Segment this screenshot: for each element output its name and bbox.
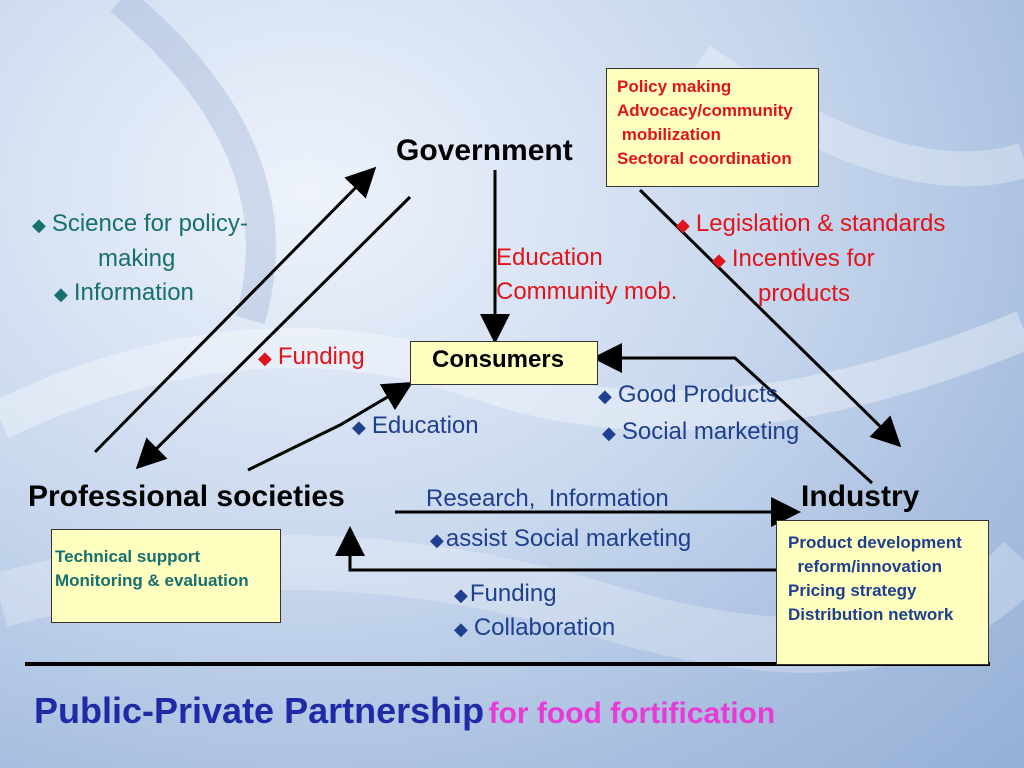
diamond-bullet-icon: ◆ xyxy=(676,215,690,235)
title-sub: for food fortification xyxy=(488,697,776,730)
prof-consumer-note: ◆Education xyxy=(352,412,479,440)
industry-label: Industry xyxy=(801,480,920,513)
prod-line: Distribution network xyxy=(788,605,954,624)
diamond-bullet-icon: ◆ xyxy=(602,423,616,443)
gov-industry-note: ◆Legislation & standards ◆Incentives for… xyxy=(676,207,945,311)
science-line2: making xyxy=(98,245,176,272)
title-main: Public-Private Partnership xyxy=(34,690,485,731)
product-development-box: Product development reform/innovation Pr… xyxy=(776,520,989,665)
funding-note: ◆Funding xyxy=(258,343,365,371)
technical-support-box: Technical support Monitoring & evaluatio… xyxy=(51,529,281,623)
professional-societies-label: Professional societies xyxy=(28,480,345,513)
diamond-bullet-icon: ◆ xyxy=(32,215,46,235)
prod-line: Product development xyxy=(788,533,962,552)
tech-line: Technical support xyxy=(55,547,201,566)
government-label: Government xyxy=(396,134,573,167)
policy-line: Policy making xyxy=(617,77,732,96)
arrow-government-to-industry xyxy=(638,188,902,448)
diamond-bullet-icon: ◆ xyxy=(454,585,468,605)
diamond-bullet-icon: ◆ xyxy=(598,386,612,406)
policy-box: Policy making Advocacy/community mobiliz… xyxy=(606,68,819,187)
gov-consumer-line2: Community mob. xyxy=(496,278,678,305)
arrow-industry-to-consumers xyxy=(592,343,874,485)
gov-industry-line3: products xyxy=(758,280,851,307)
gov-consumer-line1: Education xyxy=(496,244,603,271)
slide-title: Public-Private Partnership for food fort… xyxy=(34,690,775,732)
prof-consumer-label: Education xyxy=(371,412,479,439)
gov-industry-line1: Legislation & standards xyxy=(695,210,946,237)
science-line3: Information xyxy=(73,279,194,306)
industry-consumer-note: ◆Good Products ◆Social marketing xyxy=(598,377,799,451)
diamond-bullet-icon: ◆ xyxy=(54,284,68,304)
tech-line: Monitoring & evaluation xyxy=(55,571,249,590)
consumers-label: Consumers xyxy=(432,346,565,373)
science-line1: Science for policy- xyxy=(51,210,248,237)
gov-industry-line2: Incentives for xyxy=(731,245,875,272)
science-note: ◆Science for policy- making ◆Information xyxy=(32,207,248,311)
industry-prof-line1: assist Social marketing xyxy=(445,525,692,552)
diamond-bullet-icon: ◆ xyxy=(454,619,468,639)
arrow-prof-to-government xyxy=(93,166,377,454)
industry-prof-note: ◆assist Social marketing ◆Funding ◆Colla… xyxy=(430,525,692,641)
industry-consumer-line2: Social marketing xyxy=(621,418,800,445)
diamond-bullet-icon: ◆ xyxy=(430,530,444,550)
prof-industry-note: Research, Information xyxy=(426,485,669,512)
industry-prof-line2: Funding xyxy=(469,580,557,607)
funding-label: Funding xyxy=(277,343,365,370)
policy-line: mobilization xyxy=(617,125,721,144)
arrow-industry-to-prof xyxy=(335,526,780,572)
consumers-box: Consumers xyxy=(410,341,598,385)
gov-consumer-note: Education Community mob. xyxy=(496,241,677,309)
prod-line: reform/innovation xyxy=(788,557,942,576)
diamond-bullet-icon: ◆ xyxy=(712,250,726,270)
prod-line: Pricing strategy xyxy=(788,581,917,600)
arrow-government-to-prof xyxy=(135,195,412,470)
diamond-bullet-icon: ◆ xyxy=(258,348,272,368)
policy-line: Sectoral coordination xyxy=(617,149,792,168)
arrow-prof-to-consumers xyxy=(247,381,414,472)
policy-line: Advocacy/community xyxy=(617,101,793,120)
diamond-bullet-icon: ◆ xyxy=(352,417,366,437)
industry-consumer-line1: Good Products xyxy=(617,381,778,408)
industry-prof-line3: Collaboration xyxy=(473,614,616,641)
